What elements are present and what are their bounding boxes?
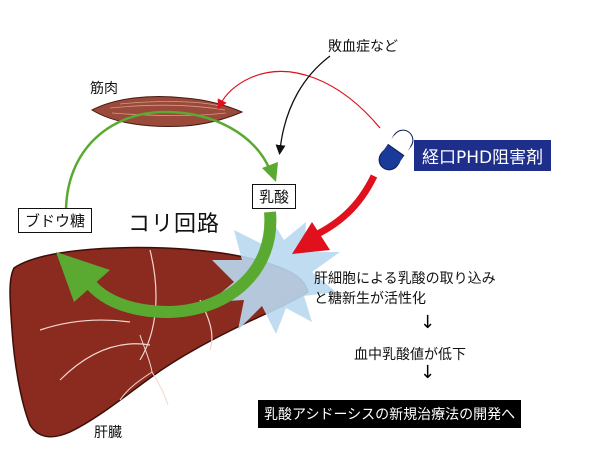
drug-label: 経口PHD阻害剤 bbox=[414, 140, 552, 171]
blood-lactate-text: 血中乳酸値が低下 bbox=[354, 347, 466, 363]
down-arrow-1: ↓ bbox=[420, 312, 436, 333]
uptake-text-line1: 肝細胞による乳酸の取り込み bbox=[314, 271, 496, 287]
green-big-arc bbox=[80, 211, 277, 319]
burst-shape bbox=[210, 214, 340, 334]
liver-vessel bbox=[119, 334, 169, 406]
down-arrow-2: ↓ bbox=[420, 362, 436, 383]
sepsis-label: 敗血症など bbox=[328, 39, 398, 55]
uptake-text-line2: と糖新生が活性化 bbox=[314, 291, 426, 307]
red-thin-arrow bbox=[217, 70, 381, 129]
black-arrow bbox=[275, 55, 331, 155]
liver-label: 肝臓 bbox=[94, 425, 122, 441]
green-big-arrowhead bbox=[56, 252, 110, 302]
red-arrowhead bbox=[292, 222, 330, 254]
muscle-label: 筋肉 bbox=[90, 81, 118, 97]
development-box: 乳酸アシドーシスの新規治療法の開発へ bbox=[258, 400, 522, 428]
green-arc-to-lactate bbox=[64, 110, 272, 213]
muscle-fibers bbox=[109, 101, 227, 117]
green-arrowhead-small bbox=[262, 162, 278, 182]
lactate-box: 乳酸 bbox=[252, 184, 297, 209]
glucose-box: ブドウ糖 bbox=[18, 208, 93, 233]
cori-cycle-title: コリ回路 bbox=[128, 212, 221, 237]
capsule-icon bbox=[378, 129, 414, 171]
